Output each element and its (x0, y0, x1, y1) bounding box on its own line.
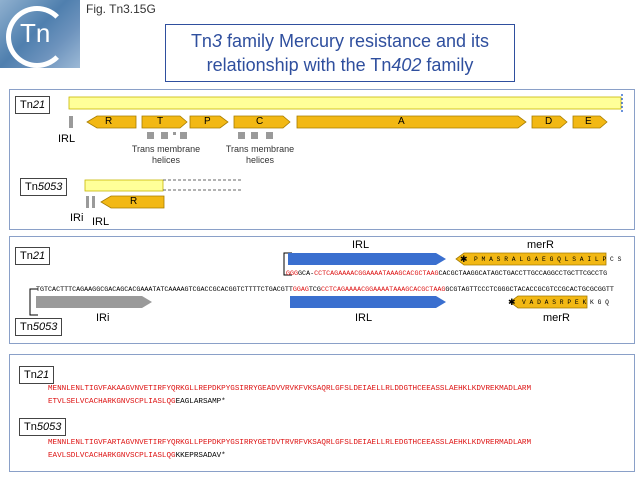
gene-D-arrow (531, 115, 568, 129)
seq-top: GGGGCA-CCTCAGAAAACGGAAAATAAAGCACGCTAAGCA… (286, 270, 608, 278)
tn21-irl-arrow (288, 253, 446, 265)
gene-map-panel (9, 89, 635, 230)
tn5053-protein-line1: MENNLENLTIGVFARTAGVNVETIRFYQRKGLLPEPDKPY… (48, 439, 532, 447)
gene-C-arrow (233, 115, 291, 129)
tn5053-backbone (84, 179, 164, 192)
sequence-panel (9, 236, 635, 344)
tn5053-bracket (29, 288, 38, 316)
tm-helix (251, 132, 258, 139)
tn5053-label: Tn5053 (15, 318, 63, 336)
iri-label: IRi (96, 312, 110, 324)
merR-bottom-protein: V A D A S R P E K K G Q (522, 299, 609, 306)
protein-panel (9, 354, 635, 472)
asterisk-icon: ✱ (460, 254, 468, 264)
tn5053-gene-R-arrow (100, 195, 165, 209)
gene-A-arrow (296, 115, 527, 129)
tn21-protein-line1: MENNLENLTIGVFAKAAGVNVETIRFYQRKGLLREPDKPY… (48, 385, 532, 393)
gene-P-arrow (189, 115, 229, 129)
tn21-irl-marker (69, 116, 73, 128)
tn21-label: Tn21 (19, 366, 55, 384)
tm-helix (161, 132, 168, 139)
irl-label: IRL (58, 133, 76, 145)
title-part: relationship with the Tn (206, 55, 392, 75)
gene-label: R (105, 116, 113, 127)
title-italic: 402 (391, 55, 422, 75)
gene-label: P (204, 116, 211, 127)
gene-label: T (157, 116, 164, 127)
logo-text: Tn (20, 18, 51, 48)
tm-helix (180, 132, 187, 139)
gene-label: A (398, 116, 405, 127)
irl-label: IRL (352, 239, 370, 251)
irl-label: IRL (355, 312, 373, 324)
title-italic: 3 (211, 31, 222, 51)
tn5053-irl-marker (92, 196, 95, 208)
gene-label: C (256, 116, 264, 127)
title-part: Tn (190, 31, 212, 51)
tn5053-label: Tn5053 (19, 418, 67, 436)
tn5053-protein-line2: EAVLSDLVCACHARKGNVSCPLIASLQGKKEPRSADAV* (48, 452, 226, 460)
tn5053-iri-marker (86, 196, 89, 208)
merR-label: merR (543, 312, 570, 324)
tm-helix (173, 132, 176, 135)
merR-label: merR (527, 239, 554, 251)
tn5053-irl-arrow (290, 296, 446, 308)
tm-helix (147, 132, 154, 139)
merR-top-protein: P M A S R A L G A E G Q L S A I L P C S (474, 256, 622, 263)
gene-T-arrow (141, 115, 188, 129)
tn21-label: Tn21 (15, 247, 51, 265)
tn5053-merR-arrow (509, 295, 588, 309)
tn21-label: Tn21 (15, 96, 51, 114)
tn21-protein-line2: ETVLSELVCACHARKGNVSCPLIASLQGEAGLARSAMP* (48, 398, 226, 406)
tm-helix (238, 132, 245, 139)
tn5053-label: Tn5053 (20, 178, 68, 196)
tn5053-iri-arrow (36, 296, 152, 308)
gene-E-arrow (572, 115, 608, 129)
tn21-backbone (68, 96, 622, 110)
tm-helices-label: Trans membrane helices (131, 144, 201, 165)
title-part: family Mercury resistance and its (221, 31, 490, 51)
title-part: family (421, 55, 474, 75)
logo-ring (6, 6, 68, 68)
tm-helices-label: Trans membrane helices (225, 144, 295, 165)
gene-label: E (585, 116, 592, 127)
gene-label: R (130, 196, 138, 207)
figure-label: Fig. Tn3.15G (86, 2, 156, 16)
tn-logo: Tn (0, 0, 80, 68)
irl-label: IRL (92, 216, 110, 228)
page-title: Tn3 family Mercury resistance and its re… (165, 24, 515, 82)
seq-bottom: TGTCACTTTCAGAAGGCGACAGCACGAAATATCAAAAGTC… (36, 286, 614, 294)
gene-R-arrow (86, 115, 137, 129)
iri-label: IRi (70, 212, 84, 224)
asterisk-icon: ✱ (508, 297, 516, 307)
tn21-merR-arrow (455, 252, 607, 266)
tm-helix (266, 132, 273, 139)
gene-label: D (545, 116, 553, 127)
